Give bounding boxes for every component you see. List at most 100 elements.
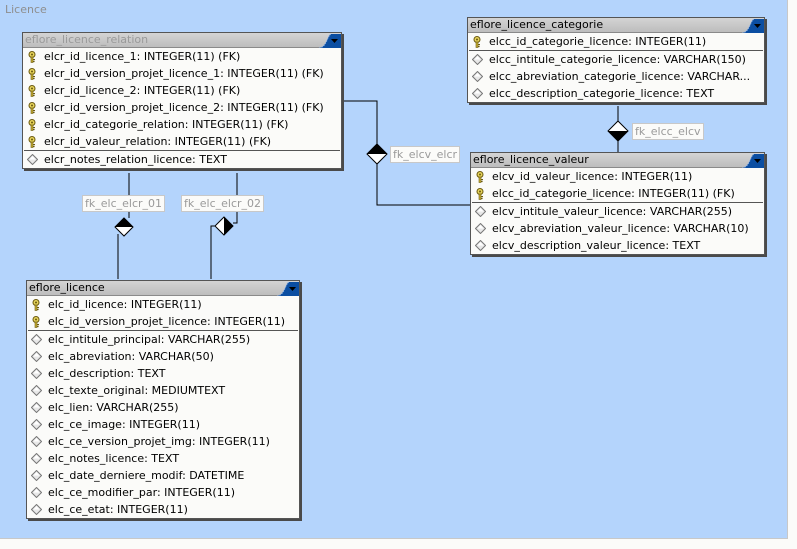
field-label: elc_notes_licence: TEXT <box>48 452 180 465</box>
table-field[interactable]: elc_ce_image: INTEGER(11) <box>27 416 299 433</box>
diamond-icon <box>30 385 42 397</box>
diamond-icon <box>30 368 42 380</box>
diamond-icon <box>26 154 38 166</box>
table-eflore-licence-relation[interactable]: eflore_licence_relation elcr_id_licence_1… <box>22 32 342 169</box>
key-icon <box>26 50 38 63</box>
table-menu-dropdown-icon[interactable] <box>738 18 764 34</box>
table-field[interactable]: elcv_description_valeur_licence: TEXT <box>471 237 764 254</box>
field-label: elc_abreviation: VARCHAR(50) <box>48 350 214 363</box>
field-label: elcr_id_licence_1: INTEGER(11) (FK) <box>44 50 241 63</box>
relationship-label-fk-elcc-elcv[interactable]: fk_elcc_elcv <box>632 123 704 140</box>
key-separator <box>28 330 298 331</box>
table-field[interactable]: elc_ce_modifier_par: INTEGER(11) <box>27 484 299 501</box>
field-label: elc_description: TEXT <box>48 367 166 380</box>
relationship-lines <box>114 100 629 279</box>
table-field[interactable]: elc_texte_original: MEDIUMTEXT <box>27 382 299 399</box>
primary-key-field[interactable]: elcr_id_licence_1: INTEGER(11) (FK) <box>23 48 341 65</box>
table-field[interactable]: elcc_abreviation_categorie_licence: VARC… <box>468 68 764 85</box>
table-field[interactable]: elcv_abreviation_valeur_licence: VARCHAR… <box>471 220 764 237</box>
field-label: elc_id_licence: INTEGER(11) <box>48 298 202 311</box>
table-header[interactable]: eflore_licence_relation <box>23 33 341 49</box>
primary-key-field[interactable]: elcc_id_categorie_licence: INTEGER(11) (… <box>471 185 764 202</box>
key-separator <box>24 150 340 151</box>
relationship-label-fk-elcv-elcr[interactable]: fk_elcv_elcr <box>390 146 461 163</box>
field-label: elc_ce_image: INTEGER(11) <box>48 418 200 431</box>
table-header[interactable]: eflore_licence <box>27 281 299 297</box>
relationship-diamond-fk-elc-elcr-02 <box>214 216 234 236</box>
diamond-icon <box>30 487 42 499</box>
primary-key-field[interactable]: elc_id_licence: INTEGER(11) <box>27 296 299 313</box>
table-header[interactable]: eflore_licence_categorie <box>468 18 764 34</box>
table-menu-dropdown-icon[interactable] <box>315 33 341 49</box>
diamond-icon <box>471 54 483 66</box>
key-icon <box>26 135 38 148</box>
field-label: elcc_abreviation_categorie_licence: VARC… <box>489 70 751 83</box>
table-name: eflore_licence_relation <box>25 33 149 46</box>
diamond-icon <box>30 334 42 346</box>
diamond-icon <box>30 402 42 414</box>
diagram-title: Licence <box>5 3 47 16</box>
table-menu-dropdown-icon[interactable] <box>738 153 764 169</box>
table-field[interactable]: elc_date_derniere_modif: DATETIME <box>27 467 299 484</box>
primary-key-field[interactable]: elcv_id_valeur_licence: INTEGER(11) <box>471 168 764 185</box>
key-separator <box>469 50 763 51</box>
table-field[interactable]: elcv_intitule_valeur_licence: VARCHAR(25… <box>471 203 764 220</box>
field-label: elcc_description_categorie_licence: TEXT <box>489 87 715 100</box>
table-eflore-licence-categorie[interactable]: eflore_licence_categorie elcc_id_categori… <box>467 17 765 103</box>
diamond-icon <box>471 88 483 100</box>
field-label: elcr_id_version_projet_licence_1: INTEGE… <box>44 67 324 80</box>
table-field[interactable]: elcr_notes_relation_licence: TEXT <box>23 151 341 168</box>
field-label: elcv_id_valeur_licence: INTEGER(11) <box>492 170 693 183</box>
diamond-icon <box>30 419 42 431</box>
field-label: elcc_id_categorie_licence: INTEGER(11) <box>489 35 707 48</box>
table-field[interactable]: elc_ce_etat: INTEGER(11) <box>27 501 299 518</box>
relationship-label-fk-elc-elcr-02[interactable]: fk_elc_elcr_02 <box>181 195 265 212</box>
table-menu-dropdown-icon[interactable] <box>273 281 299 297</box>
primary-key-field[interactable]: elcr_id_version_projet_licence_1: INTEGE… <box>23 65 341 82</box>
key-icon <box>474 187 486 200</box>
field-label: elcv_abreviation_valeur_licence: VARCHAR… <box>492 222 749 235</box>
diamond-icon <box>30 504 42 516</box>
table-field[interactable]: elcc_intitule_categorie_licence: VARCHAR… <box>468 51 764 68</box>
field-label: elcv_description_valeur_licence: TEXT <box>492 239 701 252</box>
primary-key-field[interactable]: elcr_id_licence_2: INTEGER(11) (FK) <box>23 82 341 99</box>
key-icon <box>30 315 42 328</box>
field-label: elc_texte_original: MEDIUMTEXT <box>48 384 226 397</box>
diamond-icon <box>30 470 42 482</box>
diamond-icon <box>30 351 42 363</box>
table-header[interactable]: eflore_licence_valeur <box>471 153 764 169</box>
diagram-canvas[interactable]: Licence fk_el <box>0 0 788 539</box>
table-field[interactable]: elc_notes_licence: TEXT <box>27 450 299 467</box>
field-label: elcr_id_categorie_relation: INTEGER(11) … <box>44 118 289 131</box>
field-label: elcc_intitule_categorie_licence: VARCHAR… <box>489 53 746 66</box>
diamond-icon <box>30 436 42 448</box>
primary-key-field[interactable]: elcr_id_version_projet_licence_2: INTEGE… <box>23 99 341 116</box>
field-label: elc_ce_modifier_par: INTEGER(11) <box>48 486 235 499</box>
relationship-line-fk-elc-elcr-02 <box>233 173 238 224</box>
table-field[interactable]: elcc_description_categorie_licence: TEXT <box>468 85 764 102</box>
relationship-diamond-fk-elc-elcr-01 <box>114 217 134 237</box>
table-field[interactable]: elc_intitule_principal: VARCHAR(255) <box>27 331 299 348</box>
key-icon <box>26 67 38 80</box>
diamond-icon <box>474 240 486 252</box>
table-field[interactable]: elc_description: TEXT <box>27 365 299 382</box>
diamond-icon <box>30 453 42 465</box>
primary-key-field[interactable]: elcr_id_categorie_relation: INTEGER(11) … <box>23 116 341 133</box>
primary-key-field[interactable]: elc_id_version_projet_licence: INTEGER(1… <box>27 313 299 330</box>
table-field[interactable]: elc_ce_version_projet_img: INTEGER(11) <box>27 433 299 450</box>
key-icon <box>26 84 38 97</box>
relationship-label-fk-elc-elcr-01[interactable]: fk_elc_elcr_01 <box>82 195 166 212</box>
key-separator <box>472 202 763 203</box>
field-label: elc_intitule_principal: VARCHAR(255) <box>48 333 251 346</box>
table-field[interactable]: elc_abreviation: VARCHAR(50) <box>27 348 299 365</box>
primary-key-field[interactable]: elcr_id_valeur_relation: INTEGER(11) (FK… <box>23 133 341 150</box>
table-name: eflore_licence_categorie <box>470 18 604 31</box>
relationship-diamond-fk-elcv-elcr <box>366 143 388 165</box>
field-label: elcc_id_categorie_licence: INTEGER(11) (… <box>492 187 735 200</box>
relationship-diamond-fk-elcc-elcv <box>607 120 629 142</box>
primary-key-field[interactable]: elcc_id_categorie_licence: INTEGER(11) <box>468 33 764 50</box>
field-label: elcr_id_licence_2: INTEGER(11) (FK) <box>44 84 241 97</box>
table-field[interactable]: elc_lien: VARCHAR(255) <box>27 399 299 416</box>
